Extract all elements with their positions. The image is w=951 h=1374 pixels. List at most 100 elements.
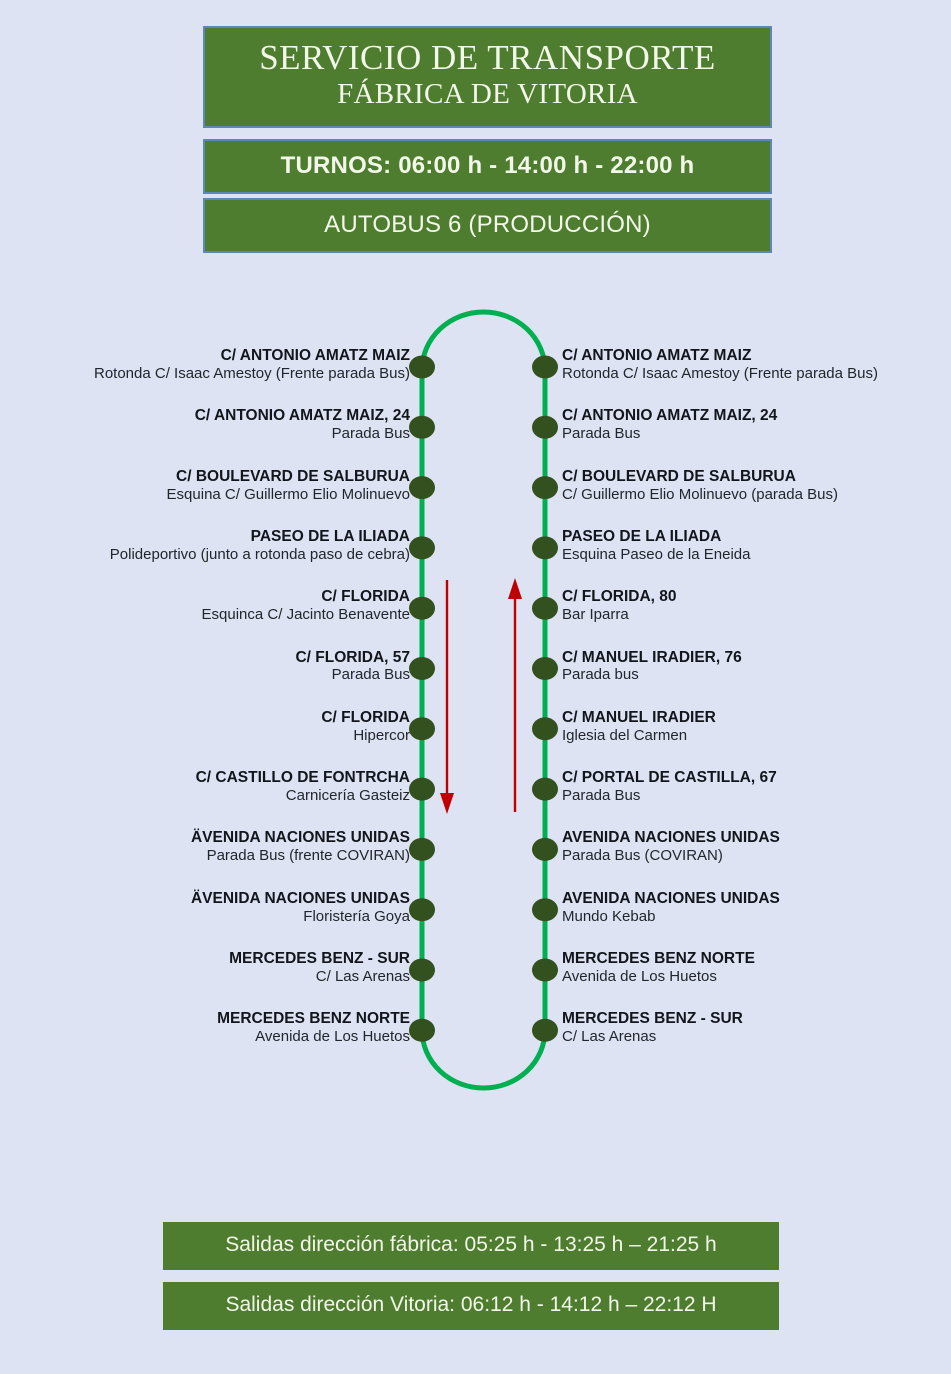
stop-name: C/ MANUEL IRADIER — [562, 708, 716, 726]
stop-detail: Rotonda C/ Isaac Amestoy (Frente parada … — [562, 364, 878, 382]
stop-name: MERCEDES BENZ - SUR — [562, 1010, 743, 1028]
direction-arrow-outbound — [440, 580, 454, 814]
departures-to-vitoria: Salidas dirección Vitoria: 06:12 h - 14:… — [163, 1282, 779, 1330]
stop-name: C/ FLORIDA, 80 — [562, 588, 677, 606]
stop-name: C/ ANTONIO AMATZ MAIZ — [562, 347, 752, 364]
stop-detail: Parada Bus (COVIRAN) — [562, 847, 723, 865]
stop-dot — [532, 657, 558, 680]
stop-dot — [409, 415, 435, 439]
stop-name: C/ FLORIDA — [321, 588, 410, 606]
stop-name: C/ BOULEVARD DE SALBURUA — [562, 467, 796, 485]
stop-dot — [532, 355, 558, 379]
stop-name: MERCEDES BENZ NORTE — [217, 1010, 410, 1028]
stop-detail: Iglesia del Carmen — [562, 726, 688, 744]
title-line-2: FÁBRICA DE VITORIA — [337, 78, 638, 111]
stop-dot — [532, 596, 558, 620]
stop-dot — [409, 596, 435, 620]
stop-name: ÄVENIDA NACIONES UNIDAS — [190, 889, 410, 907]
stop-dot — [409, 958, 435, 982]
stop-dot — [409, 837, 435, 861]
stop-dots-group — [409, 355, 558, 1042]
stop-detail: Rotonda C/ Isaac Amestoy (Frente parada … — [94, 364, 410, 382]
stop-name: C/ BOULEVARD DE SALBURUA — [176, 467, 410, 485]
stop-dot — [409, 898, 435, 922]
shifts-banner: TURNOS: 06:00 h - 14:00 h - 22:00 h — [203, 138, 772, 194]
stop-detail: Avenida de Los Huetos — [562, 967, 717, 985]
stop-detail: C/ Las Arenas — [315, 967, 410, 985]
stop-name: C/ ANTONIO AMATZ MAIZ, 24 — [194, 407, 410, 425]
stop-detail: Floristería Goya — [303, 907, 410, 925]
stop-detail: Esquina Paseo de la Eneida — [562, 545, 751, 563]
stop-name: C/ MANUEL IRADIER, 76 — [562, 648, 742, 666]
stop-dot — [532, 476, 558, 500]
stop-dot — [409, 657, 435, 680]
stop-dot — [532, 1018, 558, 1042]
stop-dot — [532, 415, 558, 439]
stop-detail: Hipercor — [353, 726, 410, 744]
bus-line-banner: AUTOBUS 6 (PRODUCCIÓN) — [203, 197, 772, 253]
stop-dot — [532, 837, 558, 861]
stop-name: PASEO DE LA ILIADA — [250, 527, 410, 545]
header-banners: SERVICIO DE TRANSPORTE FÁBRICA DE VITORI… — [203, 26, 772, 253]
stop-detail: Parada Bus — [562, 425, 641, 443]
stop-detail: Avenida de Los Huetos — [255, 1028, 410, 1046]
stop-detail: Parada bus — [562, 666, 639, 684]
departures-to-factory: Salidas dirección fábrica: 05:25 h - 13:… — [163, 1222, 779, 1270]
stop-dot — [532, 958, 558, 982]
stop-dot — [532, 898, 558, 922]
stop-detail: Carnicería Gasteiz — [285, 787, 410, 805]
stop-detail: Parada Bus — [562, 787, 641, 805]
stop-name: C/ ANTONIO AMATZ MAIZ, 24 — [562, 407, 778, 425]
stop-dot — [409, 476, 435, 500]
stop-dot — [532, 717, 558, 741]
stop-detail: Parada Bus — [331, 425, 410, 443]
stop-name: ÄVENIDA NACIONES UNIDAS — [190, 829, 410, 847]
direction-arrow-inbound — [508, 578, 522, 812]
stop-detail: Esquina C/ Guillermo Elio Molinuevo — [166, 485, 410, 503]
page-title: SERVICIO DE TRANSPORTE FÁBRICA DE VITORI… — [203, 26, 772, 128]
stop-name: PASEO DE LA ILIADA — [562, 527, 722, 545]
stop-detail: Esquinca C/ Jacinto Benavente — [201, 606, 410, 624]
stop-detail: Mundo Kebab — [562, 907, 656, 925]
stop-name: C/ FLORIDA — [321, 708, 410, 726]
stop-name: MERCEDES BENZ NORTE — [562, 950, 755, 967]
stop-dot — [409, 355, 435, 379]
stop-dot — [532, 536, 558, 560]
stop-name: C/ ANTONIO AMATZ MAIZ — [220, 347, 410, 364]
stop-name: C/ FLORIDA, 57 — [295, 648, 410, 666]
stop-dot — [409, 777, 435, 801]
stop-name: C/ CASTILLO DE FONTRCHA — [195, 769, 410, 787]
footer-banners: Salidas dirección fábrica: 05:25 h - 13:… — [163, 1222, 779, 1330]
stop-dot — [409, 1018, 435, 1042]
stop-detail: C/ Guillermo Elio Molinuevo (parada Bus) — [562, 485, 838, 503]
stop-name: AVENIDA NACIONES UNIDAS — [562, 829, 780, 847]
stop-detail: Polideportivo (junto a rotonda paso de c… — [109, 545, 410, 563]
stop-detail: Parada Bus — [331, 666, 410, 684]
stop-name: C/ PORTAL DE CASTILLA, 67 — [562, 769, 777, 787]
stop-dot — [409, 536, 435, 560]
stop-dot — [409, 717, 435, 741]
stop-detail: Bar Iparra — [562, 606, 629, 624]
